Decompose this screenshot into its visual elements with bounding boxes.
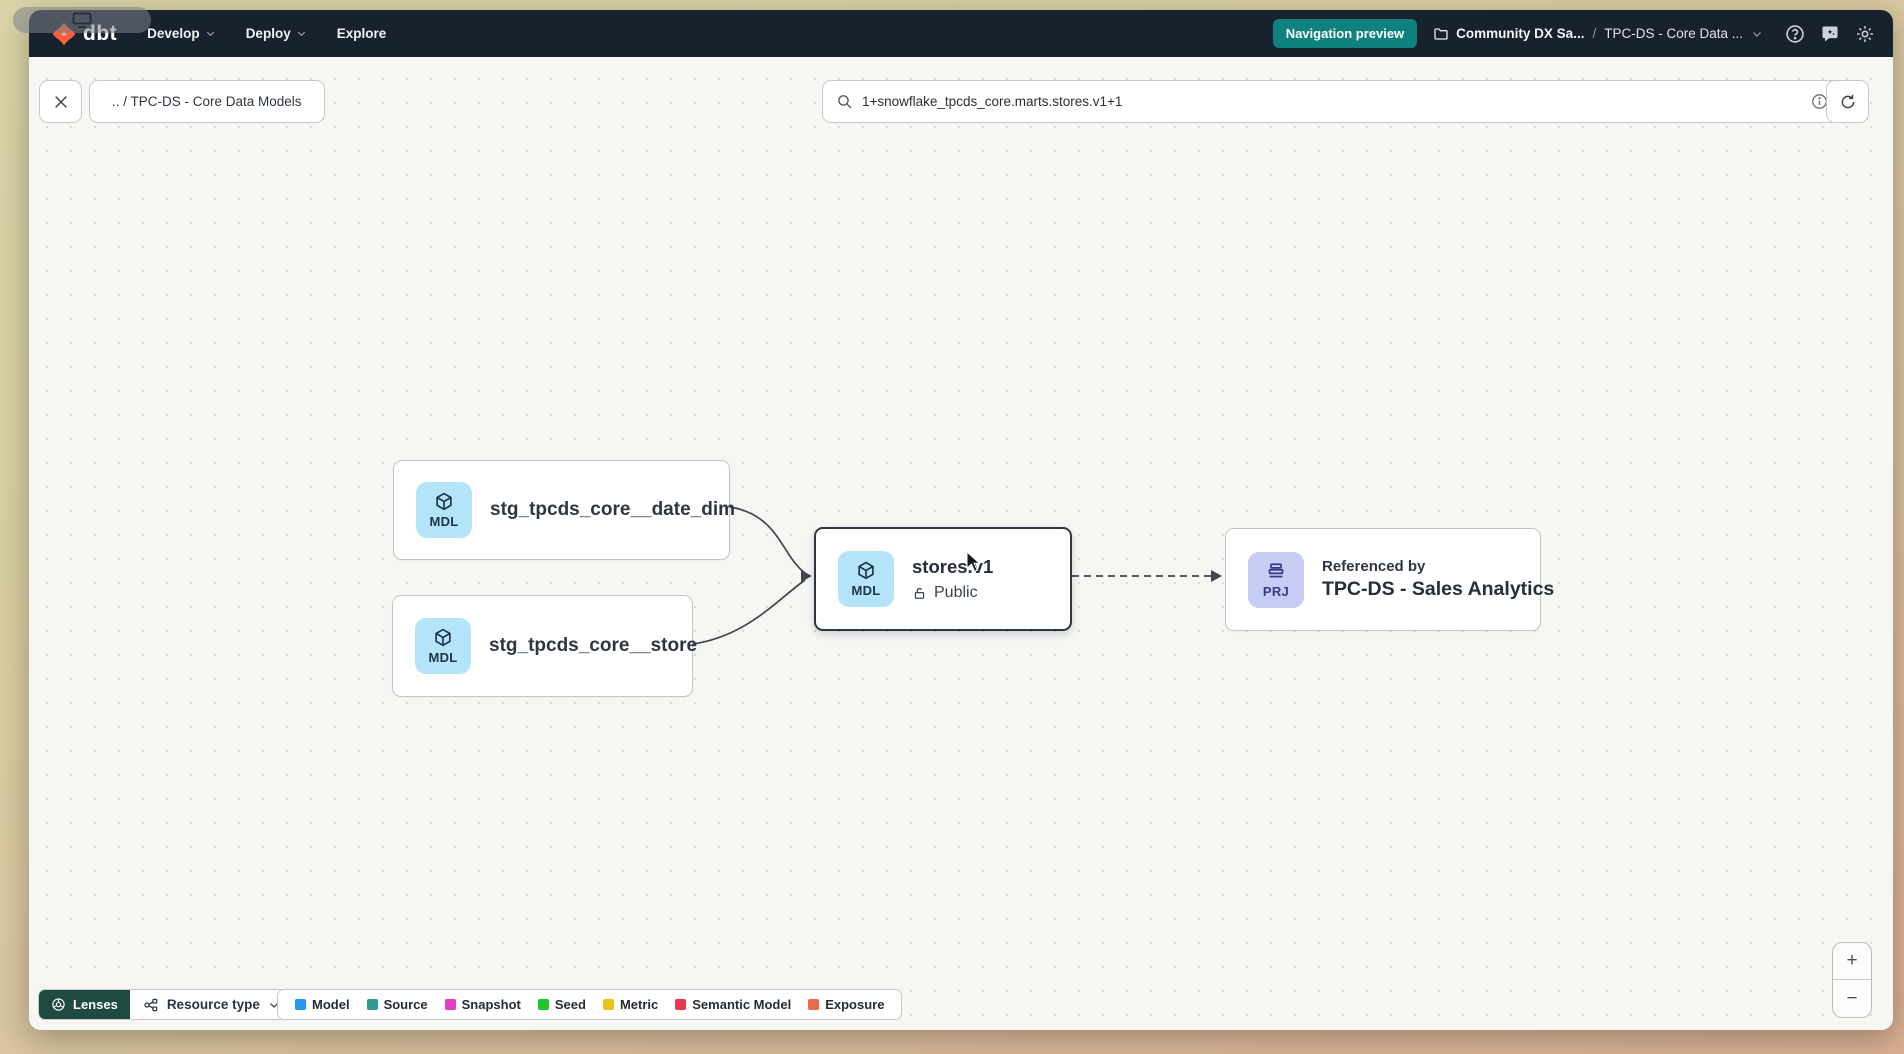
- chevron-down-icon: [297, 31, 305, 37]
- legend-label: Seed: [554, 997, 586, 1012]
- navbar-icons: [1785, 24, 1875, 44]
- legend-label: Snapshot: [461, 997, 521, 1012]
- lineage-search-bar: [822, 80, 1842, 123]
- project-node-sales-analytics[interactable]: PRJ Referenced by TPC-DS - Sales Analyti…: [1225, 528, 1554, 631]
- chevron-down-icon: [269, 1002, 278, 1008]
- explorer-toolbar: .. / TPC-DS - Core Data Models: [29, 80, 1893, 124]
- model-badge: MDL: [838, 551, 894, 607]
- lineage-canvas[interactable]: MDL stg_tpcds_core__date_dim MDL stg_tpc…: [29, 57, 1893, 1030]
- legend-label: Model: [312, 997, 350, 1012]
- search-icon: [836, 93, 853, 110]
- navbar-right: Navigation preview Community DX Sa... / …: [1272, 19, 1875, 48]
- screen-recorder-pill: [13, 7, 151, 33]
- lenses-button[interactable]: Lenses: [39, 990, 130, 1019]
- stack-icon: [1268, 562, 1284, 577]
- model-badge: MDL: [415, 618, 471, 674]
- lens-icon: [52, 998, 65, 1011]
- legend-item-semantic-model: Semantic Model: [675, 997, 791, 1012]
- badge-label: MDL: [428, 650, 458, 665]
- breadcrumb: Community DX Sa... / TPC-DS - Core Data …: [1433, 26, 1763, 42]
- project-badge: PRJ: [1248, 551, 1304, 608]
- top-navbar: dbt Develop Deploy Explore Navigation pr…: [29, 10, 1893, 57]
- nav-menu: Develop Deploy Explore: [147, 26, 386, 41]
- legend-swatch: [602, 999, 614, 1010]
- badge-label: MDL: [429, 514, 459, 529]
- breadcrumb-chip[interactable]: .. / TPC-DS - Core Data Models: [89, 80, 325, 123]
- resource-type-dropdown[interactable]: Resource type: [129, 990, 293, 1019]
- node-label: TPC-DS - Sales Analytics: [1322, 578, 1555, 600]
- referenced-by-label: Referenced by: [1322, 558, 1426, 575]
- legend-label: Exposure: [825, 997, 885, 1012]
- zoom-in-button[interactable]: +: [1833, 943, 1871, 980]
- cube-icon: [858, 561, 874, 580]
- refresh-icon: [1841, 94, 1854, 108]
- legend: Model Source Snapshot Seed Metric Semantic Mo…: [277, 989, 903, 1020]
- node-label: stg_tpcds_core__date_dim: [490, 499, 735, 520]
- chevron-down-icon: [206, 31, 214, 37]
- crumb-separator: /: [1592, 26, 1597, 41]
- graph-controls: Lenses Resource type: [38, 989, 294, 1020]
- legend-swatch: [537, 999, 549, 1010]
- legend-swatch: [366, 999, 378, 1010]
- nav-item-explore[interactable]: Explore: [336, 26, 387, 41]
- help-icon[interactable]: [1785, 24, 1805, 44]
- close-icon: [54, 95, 67, 108]
- close-button[interactable]: [39, 80, 82, 123]
- legend-swatch: [675, 999, 687, 1010]
- badge-label: PRJ: [1262, 583, 1290, 599]
- cube-icon: [435, 628, 451, 647]
- legend-label: Metric: [619, 997, 659, 1012]
- badge-label: MDL: [851, 583, 881, 598]
- model-node-stores-v1[interactable]: MDL stores.v1 Public: [814, 527, 1072, 631]
- zoom-controls: + −: [1832, 942, 1872, 1018]
- legend-label: Semantic Model: [692, 997, 792, 1012]
- chevron-down-icon[interactable]: [1751, 28, 1763, 40]
- access-label: Public: [934, 584, 978, 601]
- app-window: dbt Develop Deploy Explore Navigation pr…: [29, 10, 1893, 1030]
- model-node-date-dim[interactable]: MDL stg_tpcds_core__date_dim: [393, 460, 735, 560]
- model-badge: MDL: [416, 482, 472, 538]
- mouse-cursor: [966, 551, 981, 572]
- legend-item-snapshot: Snapshot: [444, 997, 521, 1012]
- folder-icon: [1434, 27, 1448, 40]
- navigation-preview-badge[interactable]: Navigation preview: [1272, 19, 1418, 48]
- legend-item-source: Source: [366, 997, 428, 1012]
- screen-share-icon: [72, 12, 92, 28]
- legend-item-seed: Seed: [537, 997, 586, 1012]
- legend-label: Source: [383, 997, 428, 1012]
- cube-icon: [436, 492, 452, 511]
- lineage-selector-input[interactable]: [862, 94, 1802, 109]
- project-crumb[interactable]: Community DX Sa...: [1433, 26, 1584, 42]
- resource-type-label: Resource type: [166, 997, 260, 1012]
- legend-swatch: [808, 999, 820, 1010]
- lenses-label: Lenses: [73, 997, 118, 1012]
- environment-crumb[interactable]: TPC-DS - Core Data ...: [1604, 26, 1743, 41]
- node-label: stg_tpcds_core__store: [489, 635, 698, 656]
- legend-item-model: Model: [295, 997, 350, 1012]
- nav-item-develop[interactable]: Develop: [147, 26, 216, 41]
- legend-swatch: [444, 999, 456, 1010]
- legend-item-metric: Metric: [602, 997, 659, 1012]
- refresh-button[interactable]: [1826, 80, 1869, 123]
- zoom-out-button[interactable]: −: [1846, 987, 1858, 1009]
- legend-item-exposure: Exposure: [808, 997, 884, 1012]
- access-row: Public: [912, 584, 993, 602]
- resource-graph-icon: [144, 998, 158, 1011]
- settings-gear-icon[interactable]: [1855, 24, 1875, 44]
- nav-item-deploy[interactable]: Deploy: [246, 26, 307, 41]
- model-node-store[interactable]: MDL stg_tpcds_core__store: [392, 595, 697, 697]
- feedback-icon[interactable]: [1820, 24, 1840, 44]
- lock-open-icon: [914, 587, 925, 599]
- legend-swatch: [295, 999, 306, 1010]
